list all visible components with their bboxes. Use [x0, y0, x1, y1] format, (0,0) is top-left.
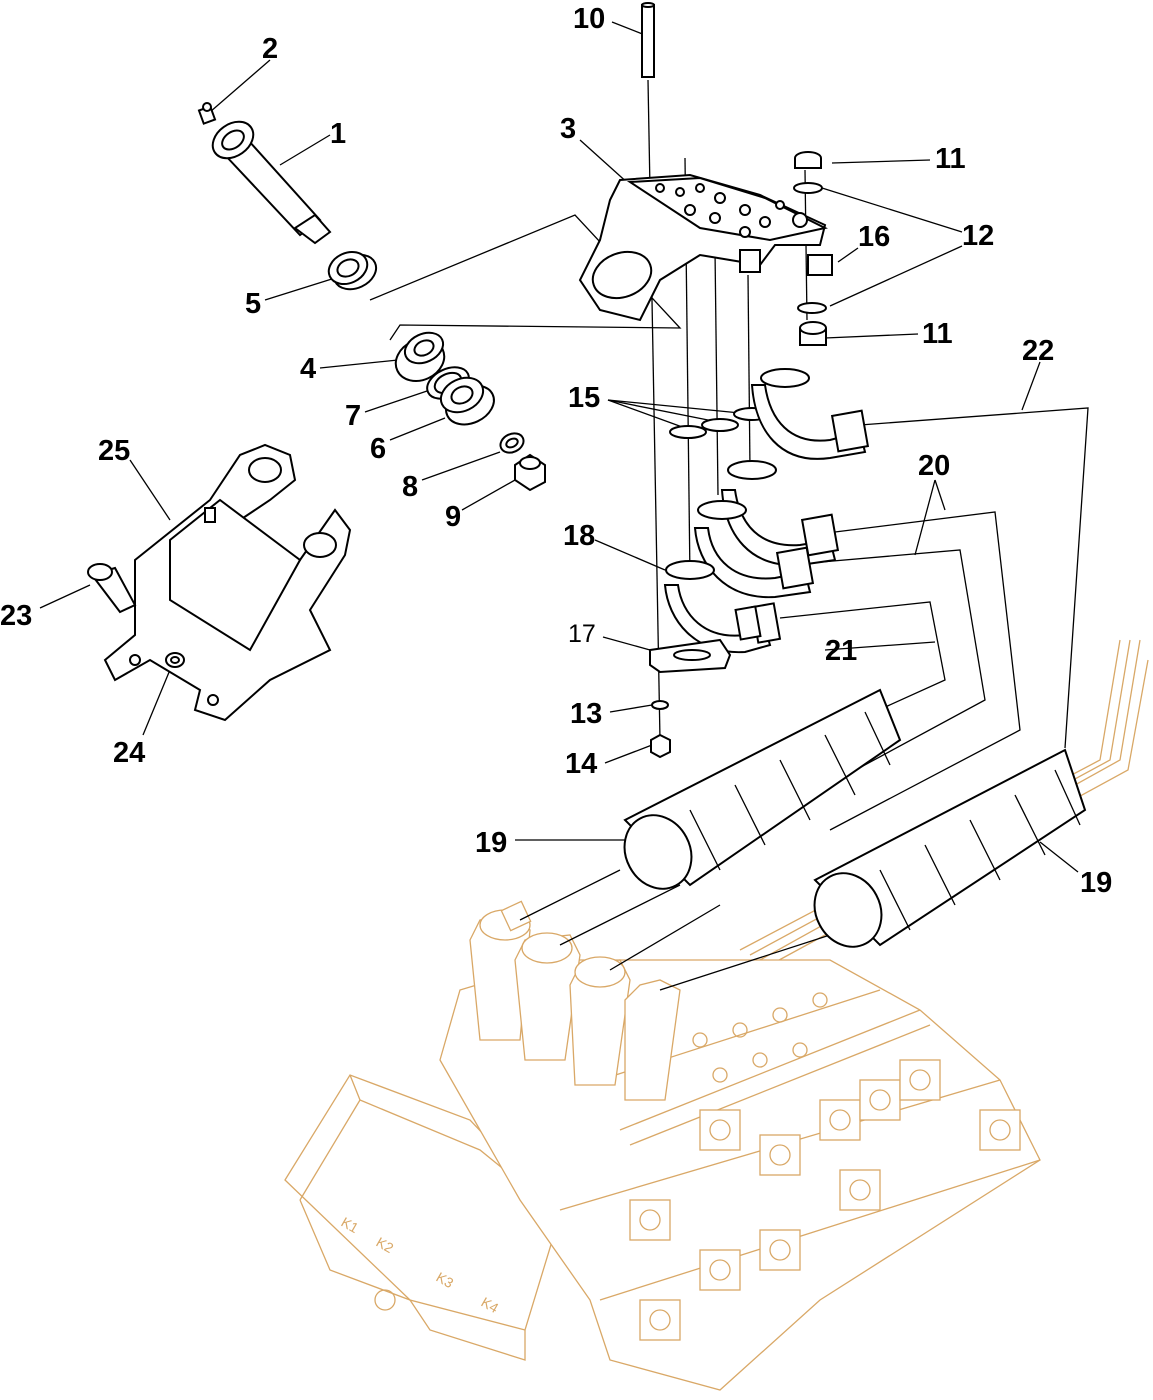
callout-18: 18: [563, 520, 595, 552]
washer-part-13: [651, 700, 669, 710]
callout-21: 21: [825, 635, 857, 667]
callout-6: 6: [370, 433, 386, 465]
elbow-hose-fitting-part-18: [663, 560, 782, 654]
callout-19-left: 19: [475, 827, 507, 859]
spacer-part-16: [807, 254, 833, 276]
clamp-part-17: [649, 638, 732, 674]
k3-ghost-label: K3: [434, 1269, 457, 1292]
o-rings-part-15: [669, 407, 771, 439]
spiral-sleeve-part-19-left: [623, 688, 902, 890]
valve-block-assembly-ghost: K1 K2 K3 K4: [284, 639, 1149, 1391]
callout-2: 2: [262, 33, 278, 65]
k1-ghost-label: K1: [339, 1214, 362, 1237]
nut-part-14: [650, 733, 671, 759]
pivot-pin-part-1: [211, 120, 332, 245]
grease-nipple-part-2: [197, 102, 217, 125]
callout-4: 4: [300, 353, 316, 385]
nut-part-9: [514, 453, 546, 492]
washer-part-12-bottom: [797, 302, 827, 314]
bolt-part-23: [87, 563, 137, 614]
callout-23: 23: [0, 600, 32, 632]
k2-ghost-label: K2: [374, 1234, 397, 1257]
spiral-sleeve-part-19-right: [813, 748, 1087, 948]
callout-12: 12: [962, 220, 994, 252]
callout-1: 1: [330, 118, 346, 150]
k4-ghost-label: K4: [479, 1294, 502, 1317]
callout-22: 22: [1022, 335, 1054, 367]
leader-lines: [39, 21, 1089, 991]
washer-part-24: [165, 652, 185, 668]
callout-labels: 1 2 3 4 5 6 7 8 9 10 11 11 12 13 14 15 1…: [0, 3, 1112, 899]
elbow-hose-fitting-part-22: [750, 368, 870, 460]
callout-24: 24: [113, 737, 145, 769]
callout-19-right: 19: [1080, 867, 1112, 899]
callout-8: 8: [402, 471, 418, 503]
callout-9: 9: [445, 501, 461, 533]
washer-part-8: [499, 432, 525, 454]
washer-part-12-top: [793, 182, 823, 194]
callout-10: 10: [573, 3, 605, 35]
callout-16: 16: [858, 221, 890, 253]
elbow-fittings-ghost: [469, 900, 681, 1101]
bracket-part-3: [578, 173, 828, 322]
flange-bushing-part-6: [439, 376, 495, 426]
callout-14: 14: [565, 748, 597, 780]
callout-11-bottom: 11: [922, 318, 953, 350]
callout-3: 3: [560, 113, 576, 145]
elbow-hose-fitting-part-20-upper: [720, 460, 840, 567]
callout-5: 5: [245, 288, 261, 320]
elbow-hose-fitting-part-20-lower: [693, 500, 815, 599]
solenoid-coils-ghost: [629, 992, 1021, 1341]
callout-13: 13: [570, 698, 602, 730]
bearing-part-4: [394, 331, 446, 382]
rod-part-10: [641, 2, 655, 78]
callout-25: 25: [98, 435, 130, 467]
plug-part-11-bottom: [799, 321, 827, 346]
mounting-bracket-part-25: [103, 443, 352, 722]
plug-part-11-top: [794, 151, 822, 169]
callout-11-top: 11: [935, 143, 966, 175]
callout-15: 15: [568, 382, 600, 414]
callout-20: 20: [918, 450, 950, 482]
callout-17: 17: [568, 620, 596, 648]
callout-7: 7: [345, 400, 361, 432]
bushing-part-5: [327, 250, 378, 291]
